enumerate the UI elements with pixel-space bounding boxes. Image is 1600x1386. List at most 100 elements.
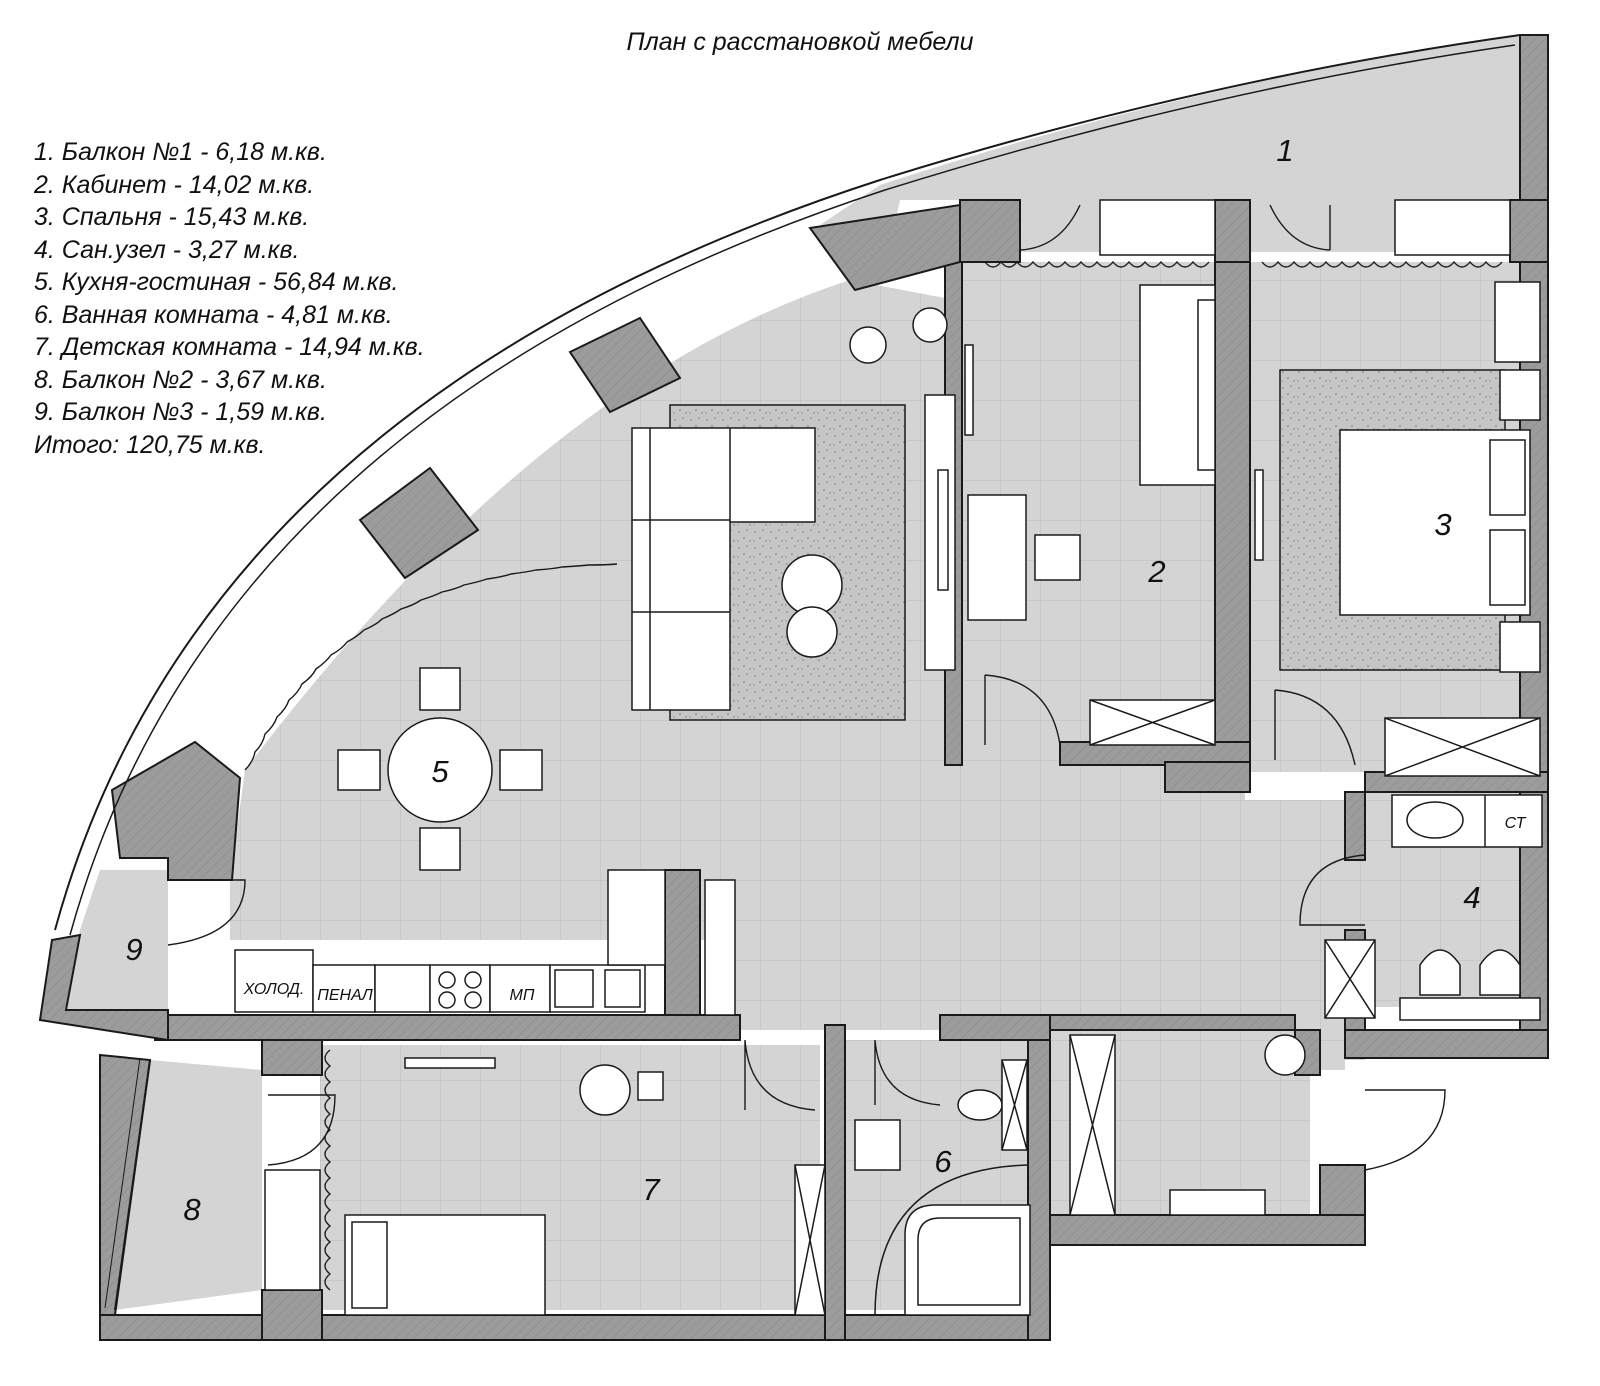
room-legend: 1. Балкон №1 - 6,18 м.кв. 2. Кабинет - 1…	[34, 136, 425, 461]
living-furniture	[337, 307, 956, 871]
bedroom-dresser	[1494, 281, 1541, 363]
legend-total: Итого: 120,75 м.кв.	[34, 430, 266, 459]
pillow-1	[1489, 439, 1526, 516]
door-balcony-1-a	[1019, 204, 1081, 251]
curved-glazing	[54, 34, 1521, 1311]
study-shelf	[964, 344, 974, 436]
curtain-nursery	[324, 1049, 332, 1291]
wall-pier-2	[568, 316, 682, 414]
bedroom-shelf	[1254, 469, 1264, 561]
washer-label: СТ	[1505, 815, 1527, 832]
plant-1	[849, 326, 887, 364]
wall-nursery-bath	[824, 1024, 846, 1341]
wall-pier-4	[110, 740, 242, 881]
wall-kitchen-south	[154, 1014, 741, 1041]
wall-bathroom-north	[939, 1014, 1051, 1041]
floor-drain	[1264, 1034, 1306, 1076]
window-study	[1099, 199, 1216, 256]
balcony-3-floor	[66, 870, 168, 1010]
hall-shoe-rack	[1169, 1189, 1266, 1216]
wall-wc-west	[1344, 791, 1366, 861]
room-number-1: 1	[1276, 133, 1293, 168]
wc-cabinet-x	[1324, 939, 1376, 1019]
legend-item-wc: 4. Сан.узел - 3,27 м.кв.	[34, 235, 300, 264]
burner-4	[464, 991, 482, 1009]
coffee-table-2	[786, 606, 838, 658]
curtain-living	[244, 563, 618, 771]
room-number-3: 3	[1434, 507, 1451, 542]
room-number-7: 7	[642, 1172, 661, 1207]
glazing-outer	[54, 34, 1521, 931]
room-number-5: 5	[431, 754, 449, 789]
sink-bowl-2	[604, 969, 641, 1008]
microwave	[489, 964, 551, 1013]
bedroom-furniture	[1254, 281, 1541, 777]
glazing-balcony-2-inner	[104, 1057, 141, 1309]
legend-item-study: 2. Кабинет - 14,02 м.кв.	[34, 170, 315, 199]
curtains	[244, 260, 1503, 1291]
pantry	[312, 964, 376, 1013]
nursery-wardrobe-x	[794, 1164, 826, 1316]
wall-study-bedroom	[1214, 207, 1251, 791]
window-bedroom	[1394, 199, 1511, 256]
study-desk	[967, 494, 1027, 621]
wall-nursery-west-lower	[261, 1289, 323, 1341]
room-number-9: 9	[125, 932, 142, 967]
cooktop	[429, 964, 491, 1013]
hall-wardrobe-x	[1069, 1034, 1116, 1216]
tv-screen	[937, 469, 949, 591]
wall-south-east	[1044, 1214, 1366, 1246]
coffee-table-1	[781, 554, 843, 616]
wall-bathroom-east	[1027, 1029, 1051, 1341]
plant-2	[912, 307, 948, 343]
dining-chair-left	[337, 749, 381, 791]
glazing-balcony-2	[114, 1059, 151, 1311]
counter-1	[374, 964, 431, 1013]
nightstand-1	[1499, 369, 1541, 421]
room-number-4: 4	[1463, 880, 1480, 915]
corner-bath	[904, 1204, 1031, 1316]
toilet	[1479, 949, 1521, 996]
wall-pier-3	[358, 466, 480, 580]
wall-study-north-right	[1214, 199, 1251, 263]
legend-item-bathroom: 6. Ванная комната - 4,81 м.кв.	[34, 300, 393, 329]
study-chair	[1034, 534, 1081, 581]
wc-counter	[1391, 794, 1543, 848]
curtain-study	[984, 260, 1210, 268]
wc-washbasin	[1406, 801, 1464, 839]
room-number-6: 6	[934, 1144, 952, 1179]
legend-item-kitchen-living: 5. Кухня-гостиная - 56,84 м.кв.	[34, 268, 399, 296]
bidet	[1419, 949, 1461, 996]
storage-units	[1069, 1034, 1266, 1216]
nightstand-2	[1499, 621, 1541, 673]
wall-kitchen-column	[664, 869, 701, 1016]
wall-balcony-2-west	[99, 1053, 152, 1316]
sofa-seams	[632, 428, 731, 710]
room-numbers: 1 2 3 4 5 6 7 8 9	[125, 133, 1480, 1227]
nursery-table	[579, 1064, 631, 1116]
bathroom-sink	[854, 1119, 901, 1171]
doors	[167, 204, 1446, 1171]
pantry-label: ПЕНАЛ	[317, 987, 372, 1004]
fridge-label: ХОЛОД.	[243, 981, 305, 998]
nursery-chair	[637, 1071, 664, 1101]
microwave-label: МП	[510, 987, 535, 1004]
burner-1	[438, 971, 456, 989]
curtain-bedroom	[1261, 260, 1503, 268]
legend-item-nursery: 7. Детская комната - 14,94 м.кв.	[34, 333, 425, 361]
door-bedroom	[1274, 689, 1356, 766]
dining-chair-bottom	[419, 827, 461, 871]
door-balcony-1-b	[1269, 204, 1331, 251]
room-number-2: 2	[1147, 554, 1165, 589]
dining-chair-top	[419, 667, 461, 711]
wall-east-bottom	[1344, 1029, 1549, 1059]
wc-shelf	[1399, 997, 1541, 1021]
burner-2	[464, 971, 482, 989]
door-balcony-2	[267, 1094, 336, 1166]
legend-item-balcony-3: 9. Балкон №3 - 1,59 м.кв.	[34, 398, 327, 426]
nursery-shelf	[404, 1057, 496, 1069]
plan-title: План с расстановкой мебели	[626, 28, 974, 56]
nursery-furniture	[264, 1057, 826, 1316]
burner-3	[438, 991, 456, 1009]
bedroom-wardrobe-x	[1384, 717, 1541, 777]
